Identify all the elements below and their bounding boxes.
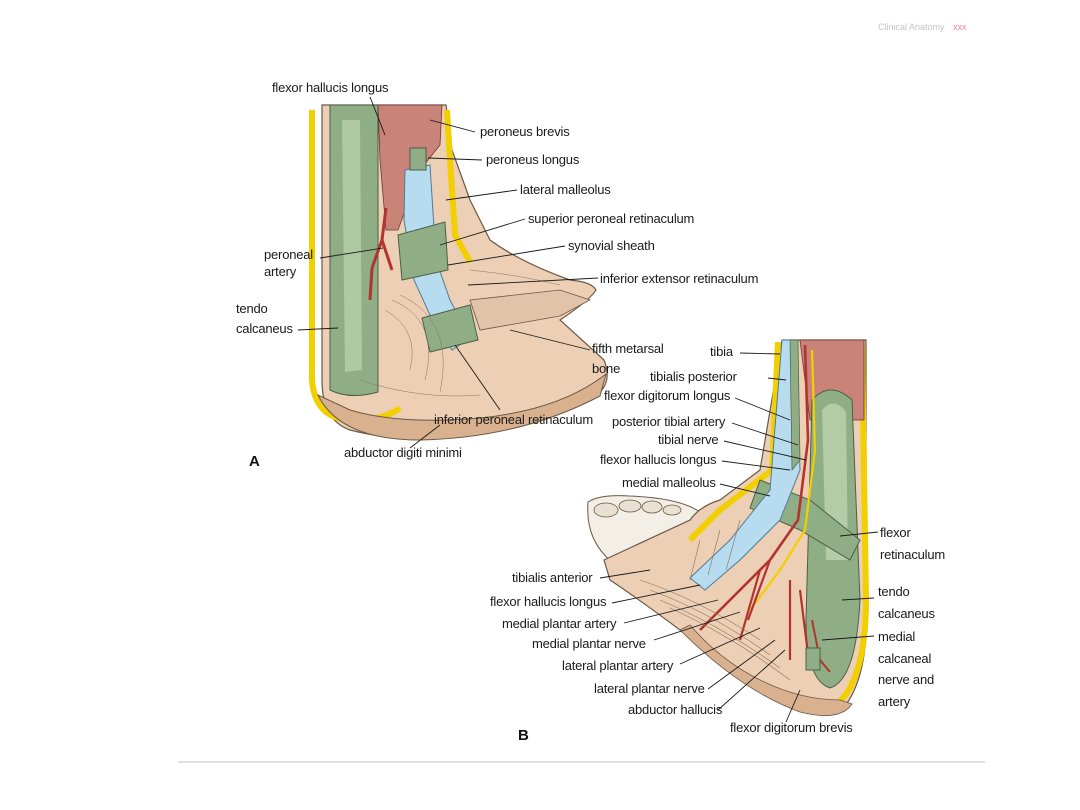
label-peroneus-brevis: peroneus brevis	[480, 124, 570, 139]
panel-label-b: B	[518, 727, 529, 744]
figure-a-illustration	[309, 104, 608, 441]
medial-heel-sole	[679, 624, 853, 716]
label-tibialis-anterior: tibialis anterior	[512, 570, 593, 585]
label-medial-calcaneal-1: medial	[878, 629, 915, 644]
label-tibialis-posterior: tibialis posterior	[650, 369, 738, 384]
label-tendo-b-1: tendo	[878, 584, 910, 599]
label-synovial-sheath: synovial sheath	[568, 238, 655, 253]
label-flexor-retinaculum-1: flexor	[880, 525, 911, 540]
label-flexor-hallucis-longus-b2: flexor hallucis longus	[490, 594, 607, 609]
muscle-striations-b	[639, 519, 791, 681]
label-peroneus-longus: peroneus longus	[486, 152, 580, 167]
lateral-sole	[316, 372, 607, 441]
label-flexor-hallucis-longus-a: flexor hallucis longus	[272, 80, 389, 95]
front-fat-stripe	[444, 109, 473, 264]
skin-texture-a	[359, 269, 561, 397]
label-lateral-malleolus: lateral malleolus	[520, 182, 611, 197]
posterior-tibial-artery-vessel	[699, 344, 810, 631]
label-fifth-metarsal-2: bone	[592, 361, 620, 376]
peroneal-artery-vessel	[368, 207, 394, 301]
figure-a-labels: flexor hallucis longus peroneus brevis p…	[236, 80, 758, 470]
peroneus-longus-tendon-top	[409, 147, 427, 171]
label-medial-calcaneal-3: nerve and	[878, 672, 934, 687]
figure-a-leaders	[297, 96, 599, 449]
label-lateral-plantar-artery: lateral plantar artery	[562, 658, 674, 673]
plantar-artery-branches	[738, 559, 812, 671]
label-medial-calcaneal-4: artery	[878, 694, 911, 709]
label-peroneal-1: peroneal	[264, 247, 313, 262]
label-flexor-digitorum-brevis: flexor digitorum brevis	[730, 720, 853, 735]
medial-fat-right	[833, 344, 870, 708]
tibial-nerve-vessel	[749, 349, 817, 611]
medial-green-tendon-1	[789, 339, 801, 471]
superior-retinaculum-band	[397, 221, 449, 281]
label-abductor-hallucis: abductor hallucis	[628, 702, 723, 717]
label-fifth-metarsal-1: fifth metarsal	[592, 341, 664, 356]
page-header: Clinical Anatomy xxx	[878, 22, 967, 32]
label-abductor-digiti-minimi: abductor digiti minimi	[344, 445, 462, 460]
label-posterior-tibial-artery: posterior tibial artery	[612, 414, 726, 429]
label-tendo-a-2: calcaneus	[236, 321, 293, 336]
fifth-metatarsal-shape	[469, 289, 592, 331]
label-tibial-nerve: tibial nerve	[658, 432, 718, 447]
header-page: xxx	[953, 22, 967, 32]
label-medial-calcaneal-2: calcaneal	[878, 651, 931, 666]
calcaneal-marker	[805, 647, 821, 671]
label-medial-plantar-artery: medial plantar artery	[502, 616, 617, 631]
figure-b-labels: tibia tibialis posterior flexor digitoru…	[490, 344, 945, 744]
label-superior-peroneal-retinaculum: superior peroneal retinaculum	[528, 211, 694, 226]
toe-pads	[593, 499, 682, 518]
label-inferior-peroneal-retinaculum: inferior peroneal retinaculum	[434, 412, 593, 427]
figure-b-leaders	[599, 352, 879, 723]
label-medial-plantar-nerve: medial plantar nerve	[532, 636, 646, 651]
label-lateral-plantar-nerve: lateral plantar nerve	[594, 681, 705, 696]
figure-b-illustration	[587, 339, 870, 716]
header-text: Clinical Anatomy	[878, 22, 945, 32]
label-tendo-b-2: calcaneus	[878, 606, 935, 621]
label-inferior-extensor-retinaculum: inferior extensor retinaculum	[600, 271, 758, 286]
label-flexor-digitorum-longus: flexor digitorum longus	[604, 388, 731, 403]
label-flexor-retinaculum-2: retinaculum	[880, 547, 945, 562]
label-flexor-hallucis-longus-b: flexor hallucis longus	[600, 452, 717, 467]
label-tibia: tibia	[710, 344, 734, 359]
label-peroneal-2: artery	[264, 264, 297, 279]
tendo-highlight-a	[342, 120, 362, 372]
label-tendo-a-1: tendo	[236, 301, 268, 316]
label-medial-malleolus: medial malleolus	[622, 475, 716, 490]
panel-label-a: A	[249, 453, 260, 470]
